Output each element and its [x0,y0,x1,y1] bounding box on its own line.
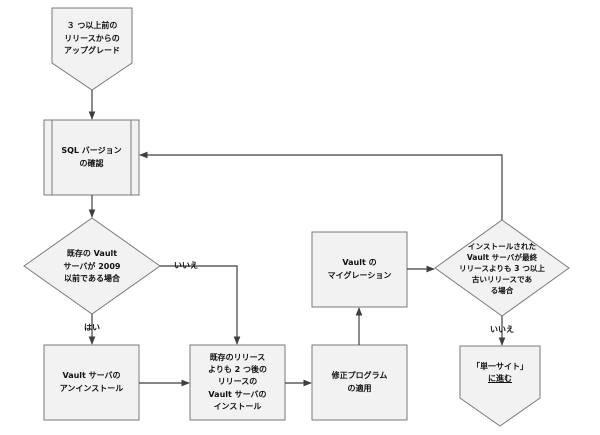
decision-three-older-label: インストールされた Vault サーバが最終 リリースよりも 3 つ以上 古いリ… [459,241,545,295]
install-two-later-node-shape [189,344,286,421]
edge-label-no-down: いいえ [490,324,514,334]
edge-decision-no-to-install [160,265,241,345]
edge-decision-yes-loop-to-sql [139,151,503,220]
migration-node-label: Vault の マイグレーション [327,258,392,280]
uninstall-node-label: Vault サーバの アンインストール [59,371,124,393]
goto-single-site-title: 「単一サイト」 [472,361,528,371]
sql-check-node-shape [43,119,140,196]
apply-patch-node-shape [311,344,408,421]
install-two-later-node-label: 既存のリリース よりも 2 つ後の リリースの Vault サーバの インストー… [208,352,267,412]
uninstall-node-shape [43,344,140,421]
goto-single-site-link[interactable]: に進む [488,374,512,383]
goto-single-site-shape [459,345,541,427]
migration-node-shape [311,231,408,308]
edge-label-yes-down: はい [84,322,100,332]
goto-single-site-label: 「単一サイト」 に進む [460,354,540,392]
start-node-shape [51,7,133,91]
decision-2009-label: 既存の Vault サーバが 2009 以前である場合 [63,249,121,284]
apply-patch-node-label: 修正プログラム の適用 [331,371,388,393]
start-node-label: ３ つ以上前の リリースからの アップグレード [64,21,120,56]
edge-label-no-right: いいえ [174,260,198,270]
sql-check-node-label: SQL バージョン の確認 [61,146,122,168]
